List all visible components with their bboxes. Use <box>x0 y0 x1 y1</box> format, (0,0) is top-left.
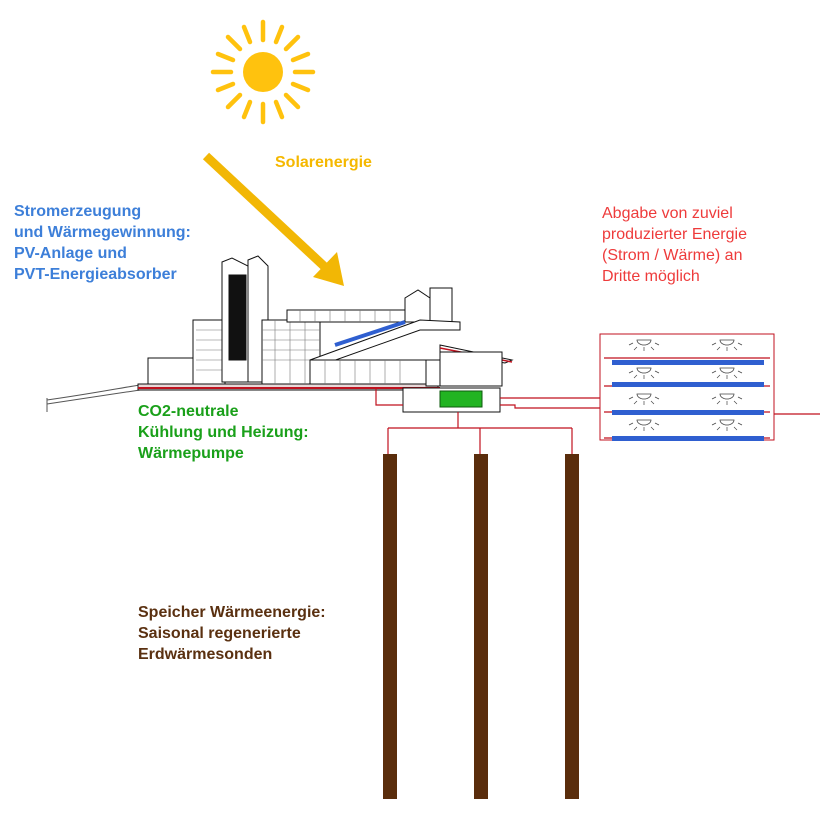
energy-export-label: Abgabe von zuviel produzierter Energie (… <box>602 203 747 287</box>
label-line: Abgabe von zuviel <box>602 205 733 222</box>
solar-arrow-icon <box>202 152 344 286</box>
geothermal-probe-icon <box>565 454 579 799</box>
heat-pump-icon <box>439 390 483 408</box>
pv-label: Stromerzeugung und Wärmegewinnung: PV-An… <box>14 201 191 285</box>
building-icon <box>137 255 514 413</box>
label-line: PV-Anlage und <box>14 245 127 262</box>
label-line: Speicher Wärmeenergie: <box>138 604 326 621</box>
label-line: CO2-neutrale <box>138 403 239 420</box>
label-line: und Wärmegewinnung: <box>14 224 191 241</box>
label-line: Solarenergie <box>275 154 372 171</box>
label-line: (Strom / Wärme) an <box>602 247 743 264</box>
label-line: Saisonal regenerierte <box>138 625 301 642</box>
heat-pump-label: CO2-neutrale Kühlung und Heizung: Wärmep… <box>138 401 309 464</box>
geothermal-storage-label: Speicher Wärmeenergie: Saisonal regeneri… <box>138 602 326 665</box>
label-line: Erdwärmesonden <box>138 646 273 663</box>
geothermal-probes <box>383 454 579 799</box>
label-line: Kühlung und Heizung: <box>138 424 309 441</box>
label-line: Dritte möglich <box>602 268 700 285</box>
label-line: PVT-Energieabsorber <box>14 266 177 283</box>
geothermal-probe-icon <box>474 454 488 799</box>
solar-energy-label: Solarenergie <box>275 152 372 173</box>
neighbor-building-icon <box>599 333 775 441</box>
sun-icon <box>210 19 316 125</box>
label-line: Stromerzeugung <box>14 203 142 220</box>
ground-terrain <box>46 384 141 412</box>
label-line: produzierter Energie <box>602 226 747 243</box>
label-line: Wärmepumpe <box>138 445 244 462</box>
geothermal-probe-icon <box>383 454 397 799</box>
